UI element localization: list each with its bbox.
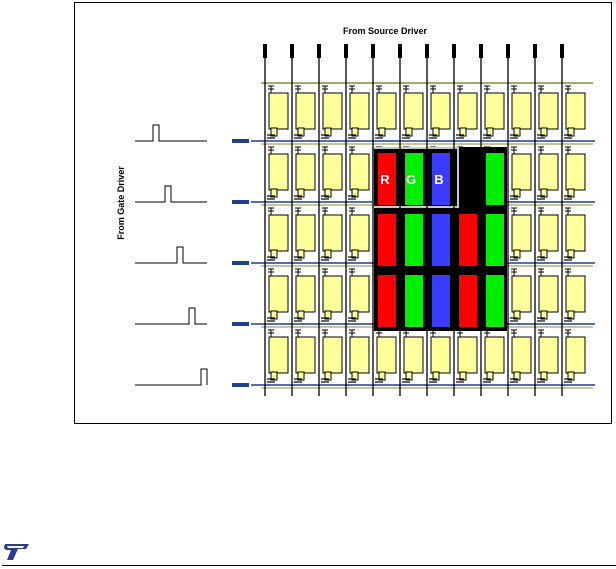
gate-pulse [135, 247, 207, 263]
pixel-cell [267, 147, 288, 199]
source-terminal [344, 44, 348, 58]
source-terminal [317, 44, 321, 58]
pixel-cell [321, 147, 342, 199]
pixel-cell [456, 86, 477, 138]
gate-pulse [135, 308, 207, 324]
pixel-cell [294, 208, 315, 260]
pixel-cell [510, 147, 531, 199]
tft-array-diagram: From Source Driver From Gate Driver R G … [75, 3, 613, 425]
gate-input-stub [232, 261, 249, 265]
pixel-cell [348, 86, 369, 138]
pixel-cell [321, 86, 342, 138]
pixel-cell [537, 86, 558, 138]
source-terminal [560, 44, 564, 58]
pixel-cell [267, 208, 288, 260]
pixel-cell [564, 208, 585, 260]
subpixel [405, 214, 423, 266]
pixel-cell [321, 208, 342, 260]
pixel-cell [510, 86, 531, 138]
source-terminal [425, 44, 429, 58]
gate-pulses [135, 125, 207, 385]
subpixel [432, 214, 450, 266]
source-terminal [452, 44, 456, 58]
pixel-cell [294, 330, 315, 382]
pixel-cell [294, 86, 315, 138]
pixel-cell [537, 147, 558, 199]
pixel-cell [348, 147, 369, 199]
subpixel [459, 275, 477, 327]
pixel-cell [564, 330, 585, 382]
subpixel [486, 214, 504, 266]
pixel-cell [564, 269, 585, 321]
subpixel [486, 153, 504, 205]
gate-input-stub [232, 200, 249, 204]
pixel-cell [375, 86, 396, 138]
pixel-cell [537, 208, 558, 260]
pixel-cell [321, 330, 342, 382]
subpixel [432, 275, 450, 327]
pixel-cell [564, 147, 585, 199]
source-terminal [371, 44, 375, 58]
gate-input-stub [232, 322, 249, 326]
pixel-cell [510, 330, 531, 382]
pixel-cell [348, 330, 369, 382]
gate-driver-label: From Gate Driver [116, 166, 126, 240]
subpixel [378, 275, 396, 327]
pixel-cell [456, 330, 477, 382]
gate-pulse [135, 186, 207, 202]
source-terminal [479, 44, 483, 58]
pixel-cell [294, 147, 315, 199]
pixel-cell [483, 86, 504, 138]
pixel-cell [375, 330, 396, 382]
source-driver-label: From Source Driver [343, 26, 428, 36]
diagram-frame: From Source Driver From Gate Driver R G … [74, 2, 612, 424]
subpixel [405, 275, 423, 327]
pixel-label-b: B [434, 172, 443, 187]
pixel-cell [510, 208, 531, 260]
source-terminal [506, 44, 510, 58]
pixel-cell [267, 330, 288, 382]
pixel-cell [267, 86, 288, 138]
pixel-cell [537, 330, 558, 382]
gate-pulse [135, 369, 207, 385]
pixel-cell [537, 269, 558, 321]
gate-input-stub [232, 383, 249, 387]
pixel-cell [348, 269, 369, 321]
subpixel [486, 275, 504, 327]
pixel-cell [510, 269, 531, 321]
subpixel [459, 214, 477, 266]
st-logo-icon [1, 543, 31, 561]
source-terminal [290, 44, 294, 58]
pixel-cell [267, 269, 288, 321]
pixel-cell [294, 269, 315, 321]
pixel-cell [321, 269, 342, 321]
pixel-cell [348, 208, 369, 260]
pixel-label-r: R [380, 172, 390, 187]
source-terminal [533, 44, 537, 58]
source-terminal [398, 44, 402, 58]
gate-input-stub [232, 139, 249, 143]
pixel-cell [429, 330, 450, 382]
pixel-cell [402, 330, 423, 382]
gate-pulse [135, 125, 207, 141]
pixel-cell [402, 86, 423, 138]
source-terminal [263, 44, 267, 58]
pixel-cell [483, 330, 504, 382]
pixel-cell [564, 86, 585, 138]
pixel-cell [429, 86, 450, 138]
footer-rule [2, 565, 616, 566]
subpixel [378, 214, 396, 266]
pixel-label-g: G [406, 172, 416, 187]
